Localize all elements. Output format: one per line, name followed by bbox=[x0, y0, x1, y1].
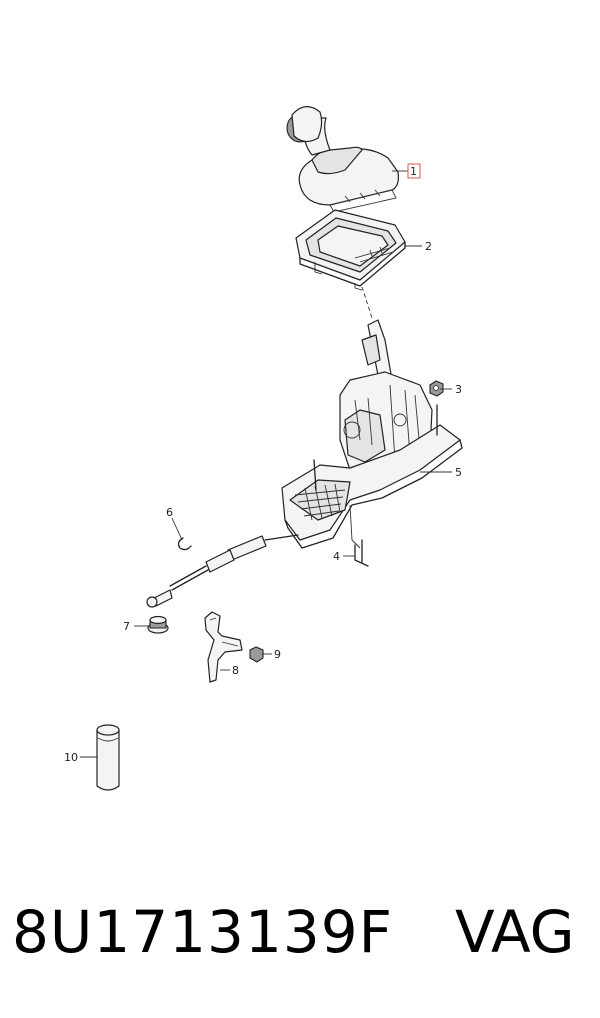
trim-frame bbox=[295, 209, 406, 291]
bracket bbox=[204, 611, 243, 683]
callout-labels: 1 2 3 4 5 6 7 8 9 10 bbox=[64, 165, 462, 764]
callout-7: 7 bbox=[123, 620, 130, 633]
callout-9: 9 bbox=[274, 648, 281, 661]
leader-lines bbox=[80, 170, 452, 758]
brand-name: VAG bbox=[455, 898, 575, 966]
callout-1-highlight bbox=[407, 163, 421, 179]
callout-2: 2 bbox=[425, 240, 432, 253]
bushing bbox=[147, 615, 169, 634]
alignment-line bbox=[361, 286, 373, 319]
callout-5: 5 bbox=[455, 466, 462, 479]
part-number: 8U1713139F bbox=[12, 898, 394, 966]
gear-knob-boot bbox=[286, 106, 399, 213]
callout-1: 1 bbox=[410, 165, 417, 178]
clip bbox=[354, 539, 369, 567]
shifter-housing bbox=[281, 319, 463, 549]
callout-8: 8 bbox=[232, 664, 239, 677]
grease-tube bbox=[96, 724, 120, 791]
nut bbox=[429, 380, 444, 397]
callout-4: 4 bbox=[333, 550, 340, 563]
callout-6: 6 bbox=[166, 506, 173, 519]
callout-3: 3 bbox=[455, 383, 462, 396]
small-nut bbox=[249, 646, 264, 663]
callout-10: 10 bbox=[64, 751, 78, 764]
shift-cable bbox=[146, 534, 299, 608]
circlip bbox=[177, 537, 192, 551]
